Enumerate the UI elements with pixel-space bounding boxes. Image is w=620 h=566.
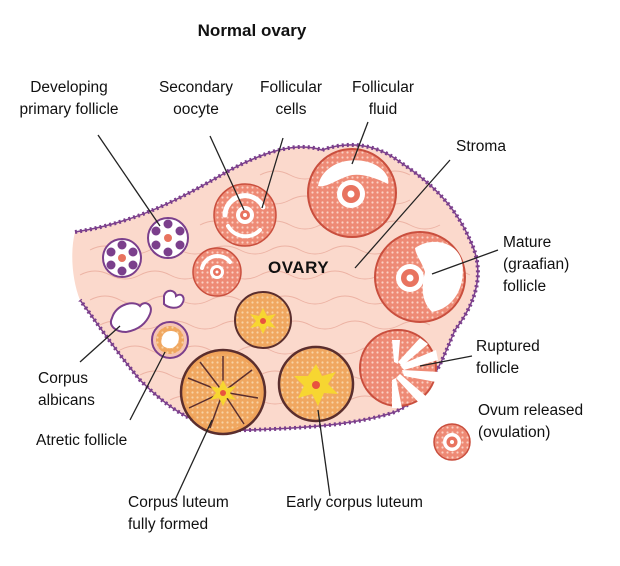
label-line: Mature [503,234,552,251]
primary-follicle-2 [147,217,189,259]
label-atretic-follicle: Atretic follicle [36,430,127,452]
small-corpus-luteum [234,291,292,349]
label-line: (ovulation) [478,424,551,441]
primary-follicle-1 [102,238,142,278]
mature-follicle [374,231,466,323]
ruptured-follicle [359,329,440,408]
label-line: Corpus [38,370,88,387]
label-line: Follicular [259,79,322,96]
label-line: Stroma [456,138,506,155]
label-line: Developing [30,79,108,96]
label-line: fully formed [128,516,209,533]
antral-follicle [307,148,397,238]
label-line: Secondary [158,79,234,96]
label-line: follicle [503,278,547,295]
label-secondary-oocyte: Secondary oocyte [150,77,242,121]
diagram-title: Normal ovary [197,21,307,40]
label-mature-follicle: Mature (graafian) follicle [503,232,569,298]
corpus-luteum-formed [179,348,267,436]
label-line: (graafian) [503,256,570,273]
label-line: Ovum released [478,402,584,419]
label-early-corpus-luteum: Early corpus luteum [286,492,423,514]
label-stroma: Stroma [456,136,506,158]
label-line: oocyte [173,101,219,118]
label-line: cells [275,101,307,118]
early-corpus-luteum [277,345,355,423]
label-ovum-released: Ovum released (ovulation) [478,400,583,444]
label-line: Follicular [351,79,414,96]
label-line: Ruptured [476,338,540,355]
label-line: follicle [476,360,520,377]
label-follicular-cells: Follicular cells [252,77,330,121]
ovary-center-label: OVARY [268,258,330,277]
ovum-released [433,423,471,461]
secondary-follicle [213,183,277,247]
leader-lines [79,121,499,501]
label-line: albicans [38,392,95,409]
label-corpus-albicans: Corpus albicans [38,368,95,412]
label-line: Atretic follicle [36,432,128,449]
label-line: fluid [368,101,398,118]
label-line: primary follicle [19,101,119,118]
small-follicle [192,247,242,297]
label-line: Early corpus luteum [286,494,423,511]
label-ruptured-follicle: Ruptured follicle [476,336,540,380]
label-line: Corpus luteum [128,494,229,511]
label-corpus-luteum-fully-formed: Corpus luteum fully formed [128,492,229,536]
label-follicular-fluid: Follicular fluid [344,77,422,121]
atretic-follicle [151,321,189,359]
corpus-albicans [110,289,185,334]
label-developing-primary-follicle: Developing primary follicle [0,77,138,121]
